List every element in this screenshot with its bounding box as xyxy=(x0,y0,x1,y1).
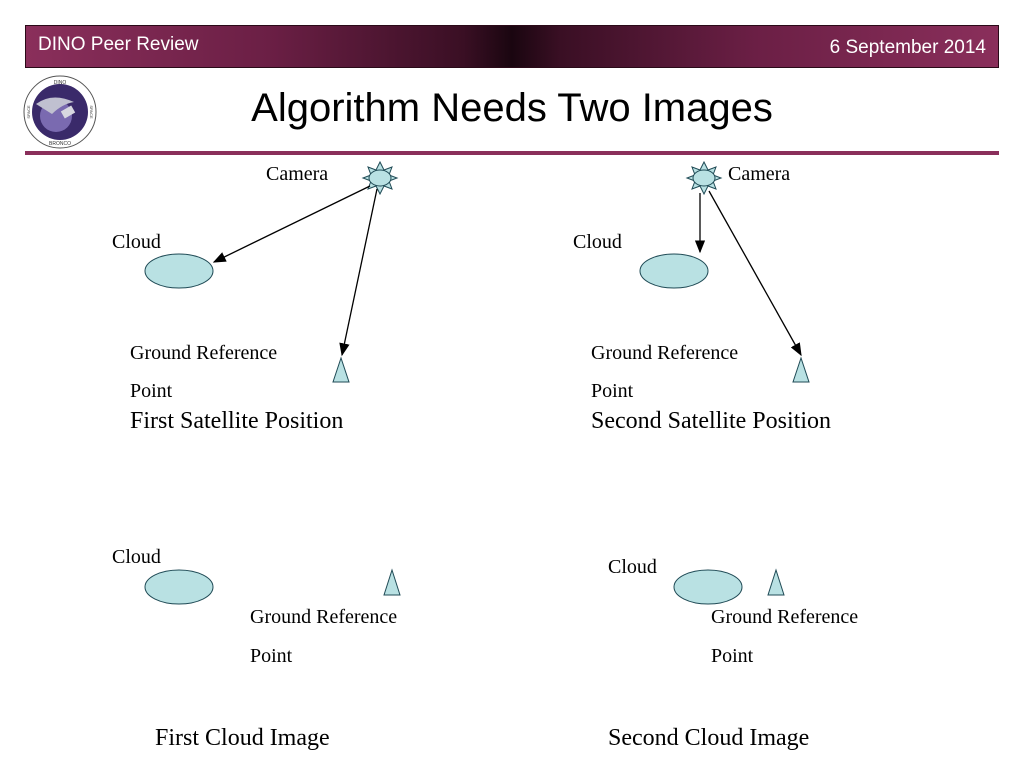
ground-reference-label-point: Point xyxy=(250,645,293,667)
dino-logo: DINO BRONCO SPACE SPACE xyxy=(23,75,97,149)
cloud-shape xyxy=(639,253,709,289)
ground-reference-label-point: Point xyxy=(591,380,634,402)
cloud-label: Cloud xyxy=(608,556,657,578)
slide-title: Algorithm Needs Two Images xyxy=(251,86,773,130)
camera-to-ground-arrow xyxy=(708,190,802,357)
header-title: DINO Peer Review xyxy=(38,34,199,55)
ground-reference-triangle xyxy=(792,356,810,383)
header-date: 6 September 2014 xyxy=(829,37,986,58)
camera-label: Camera xyxy=(266,163,329,185)
second-position-caption: Second Satellite Position xyxy=(591,408,831,434)
first-image-caption: First Cloud Image xyxy=(155,725,330,751)
cloud-shape xyxy=(673,569,743,605)
camera-to-ground-arrow xyxy=(339,188,378,357)
svg-text:SPACE: SPACE xyxy=(26,105,31,119)
header-bar: DINO Peer Review 6 September 2014 xyxy=(25,25,999,68)
second-image-caption: Second Cloud Image xyxy=(608,725,810,751)
camera-to-cloud-arrow xyxy=(212,185,371,263)
ground-reference-label: Ground Reference xyxy=(591,342,739,364)
ground-reference-label: Ground Reference xyxy=(711,606,859,628)
svg-text:DINO: DINO xyxy=(54,80,67,86)
camera-icon xyxy=(685,160,723,196)
cloud-label: Cloud xyxy=(112,546,161,568)
svg-text:BRONCO: BRONCO xyxy=(49,141,71,147)
ground-reference-label: Ground Reference xyxy=(250,606,398,628)
camera-label: Camera xyxy=(728,163,791,185)
cloud-label: Cloud xyxy=(112,231,161,253)
ground-reference-label-point: Point xyxy=(711,645,754,667)
ground-reference-triangle xyxy=(332,356,350,383)
title-rule xyxy=(25,151,999,155)
first-position-caption: First Satellite Position xyxy=(130,408,344,434)
ground-reference-label-point: Point xyxy=(130,380,173,402)
cloud-shape xyxy=(144,253,214,289)
svg-text:SPACE: SPACE xyxy=(89,105,94,119)
cloud-label: Cloud xyxy=(573,231,622,253)
ground-reference-label: Ground Reference xyxy=(130,342,278,364)
ground-reference-triangle xyxy=(383,568,401,596)
camera-icon xyxy=(361,160,399,196)
ground-reference-triangle xyxy=(767,568,785,596)
cloud-shape xyxy=(144,569,214,605)
